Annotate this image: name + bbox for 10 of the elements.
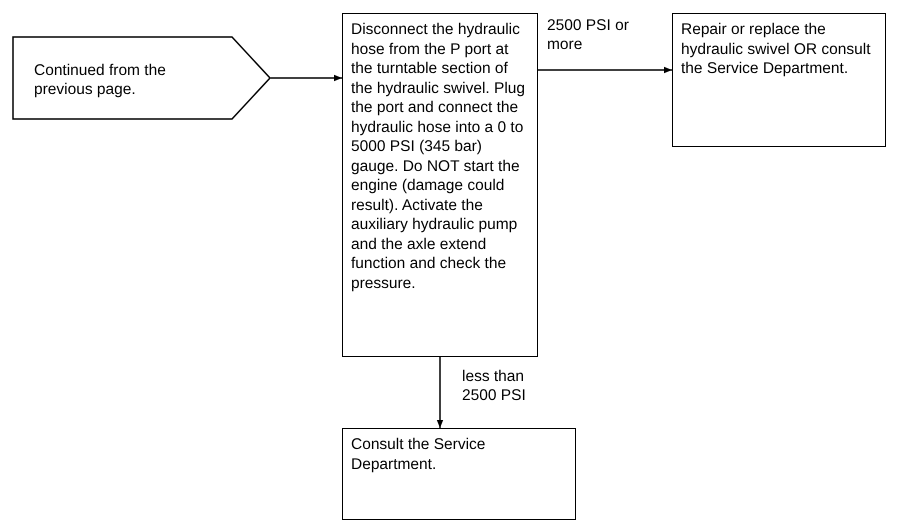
step-text: Continued from the previous page.	[34, 60, 167, 100]
process-box	[672, 13, 886, 147]
process-box	[342, 13, 538, 357]
process-box	[342, 428, 576, 520]
step-text: Repair or replace the hydraulic swivel OR consult the Service Department.	[681, 20, 872, 78]
step-text: Disconnect the hydraulic hose from the P port at the turntable section of the hydraulic swivel. Plug the port and connect the hydraulic hose into a 0 to 5000 PSI (345 bar) gauge. Do NOT start the engine (damage could result). Activate the auxiliary hydraulic pump and the axle extend function and check the pressure.	[351, 20, 526, 293]
arrow	[538, 66, 672, 74]
arrow	[436, 357, 444, 428]
step-text: Consult the Service Department.	[351, 435, 486, 474]
arrow	[270, 74, 342, 82]
